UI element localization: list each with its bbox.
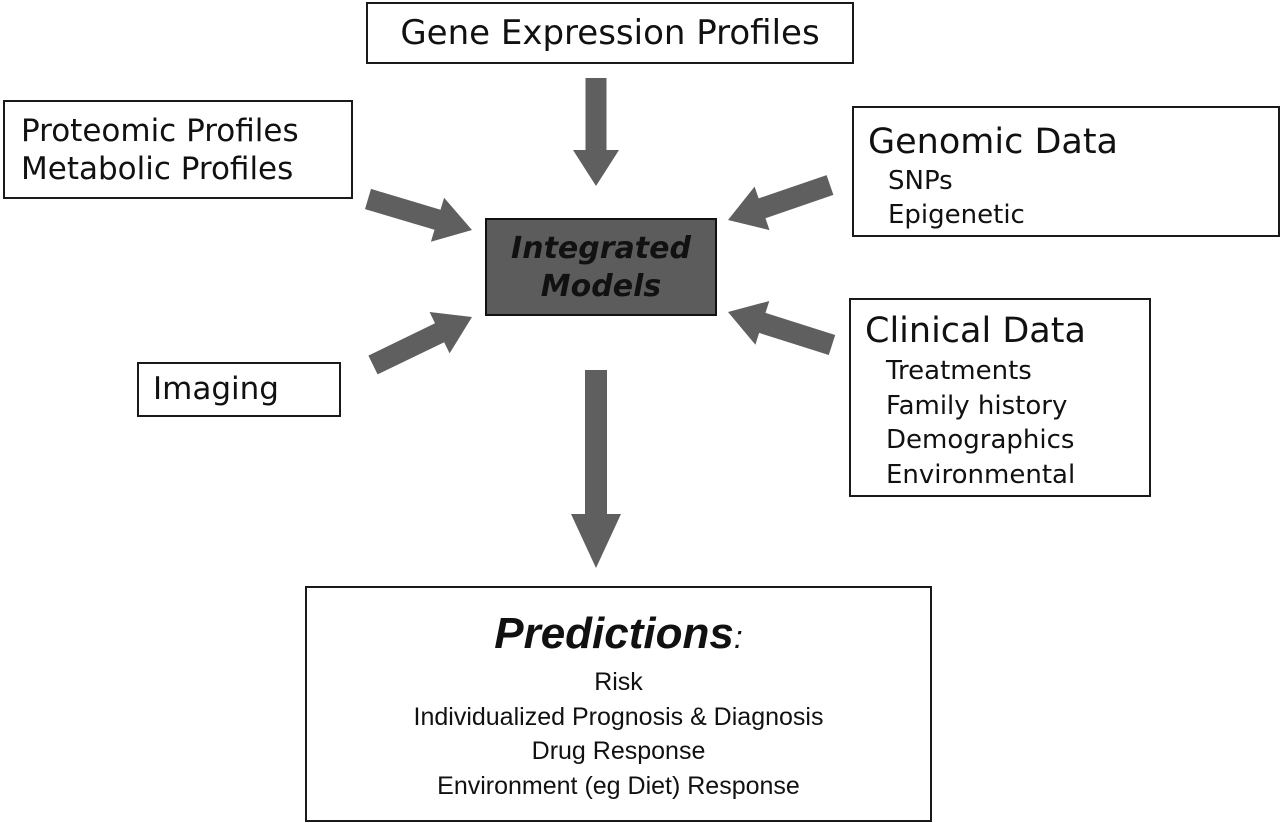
arrow-proteomic-to-models	[365, 188, 472, 242]
arrow-imaging-to-models	[368, 312, 472, 375]
clinical-data-heading: Clinical Data	[865, 311, 1086, 351]
gene-expression-label: Gene Expression Profiles	[400, 13, 820, 53]
imaging-box: Imaging	[137, 362, 341, 417]
prediction-item-prognosis-diagnosis: Individualized Prognosis & Diagnosis	[413, 702, 824, 731]
genomic-data-heading: Genomic Data	[868, 122, 1119, 162]
predictions-box: Predictions: Risk Individualized Prognos…	[305, 586, 932, 822]
prediction-item-drug-response: Drug Response	[531, 737, 706, 765]
clinical-data-box: Clinical Data Treatments Family history …	[849, 298, 1151, 497]
integrated-models-box: Integrated Models	[485, 218, 717, 316]
predictions-heading: Predictions:	[307, 606, 930, 665]
arrow-clinical-to-models	[728, 301, 836, 355]
clinical-item-treatments: Treatments	[886, 356, 1032, 386]
imaging-label: Imaging	[153, 371, 279, 407]
metabolic-profiles-label: Metabolic Profiles	[21, 151, 294, 187]
arrow-genomic-to-models	[728, 175, 834, 231]
clinical-item-demographics: Demographics	[886, 425, 1075, 455]
prediction-item-risk: Risk	[594, 668, 643, 696]
predictions-heading-text: Predictions	[494, 609, 734, 658]
genomic-item-snps: SNPs	[888, 166, 953, 196]
clinical-item-environmental: Environmental	[886, 459, 1076, 490]
clinical-item-family-history: Family history	[886, 390, 1068, 421]
genomic-item-epigenetic: Epigenetic	[888, 200, 1025, 230]
predictions-heading-colon: :	[733, 619, 743, 655]
arrow-models-to-predictions	[571, 370, 621, 568]
arrow-gene-to-models	[573, 78, 619, 186]
gene-expression-box: Gene Expression Profiles	[366, 2, 854, 64]
prediction-item-environment-response: Environment (eg Diet) Response	[437, 771, 800, 800]
genomic-data-box: Genomic Data SNPs Epigenetic	[852, 106, 1280, 237]
integrated-models-line-1: Integrated	[511, 231, 691, 266]
proteomic-metabolic-box: Proteomic Profiles Metabolic Profiles	[3, 100, 353, 199]
proteomic-profiles-label: Proteomic Profiles	[21, 113, 299, 149]
integrated-models-line-2: Models	[540, 269, 662, 304]
